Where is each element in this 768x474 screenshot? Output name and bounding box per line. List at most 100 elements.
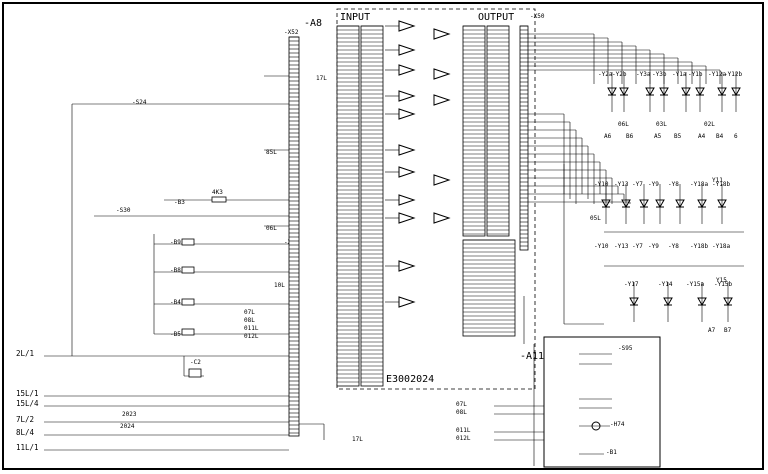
line-17l-top: 17L bbox=[316, 75, 327, 82]
output-header: OUTPUT bbox=[478, 12, 514, 23]
terminal-strip-input bbox=[336, 25, 384, 387]
label-a5: A5 bbox=[654, 133, 662, 140]
valve-label: -Y14 bbox=[658, 281, 673, 288]
valve-label: -Y8 bbox=[668, 181, 679, 188]
valve-label: -Y2b bbox=[612, 71, 627, 78]
valve-label: -Y18a bbox=[712, 243, 730, 250]
lamp-symbol bbox=[591, 421, 601, 431]
valve-label: -Y3b bbox=[652, 71, 667, 78]
output-amplifier bbox=[433, 68, 451, 80]
line-17l-bottom: 17L bbox=[352, 436, 363, 443]
valve-label: -Y9 bbox=[648, 243, 659, 250]
valve-label: -Y18b bbox=[712, 181, 730, 188]
valve-label: -Y12a bbox=[708, 71, 726, 78]
valve-label: -Y15b bbox=[714, 281, 732, 288]
terminal-11l-1: 11L/1 bbox=[16, 443, 39, 452]
lamp-h74: -H74 bbox=[610, 421, 625, 428]
sensor-box bbox=[181, 298, 195, 306]
input-amplifier bbox=[398, 296, 416, 308]
capacitor-box bbox=[188, 368, 202, 378]
input-amplifier bbox=[398, 44, 416, 56]
input-amplifier bbox=[398, 260, 416, 272]
valve-label: -Y10 bbox=[594, 181, 609, 188]
sensor-b3: -B3 bbox=[174, 199, 185, 206]
code-2024: 2024 bbox=[120, 423, 135, 430]
valve-label: -Y3a bbox=[636, 71, 651, 78]
input-amplifier bbox=[398, 166, 416, 178]
switch-s24: -S24 bbox=[132, 99, 147, 106]
terminal-15l-1: 15L/1 bbox=[16, 389, 39, 398]
label-a4: A4 bbox=[698, 133, 706, 140]
valve-label: -Y15a bbox=[686, 281, 704, 288]
line-05l: 05L bbox=[590, 215, 601, 222]
wiring-schematic: -A8 INPUT OUTPUT E3002024 -X52 -X50 -X58… bbox=[16, 8, 744, 468]
panel-a11-outline bbox=[543, 336, 661, 468]
schematic-frame: -A8 INPUT OUTPUT E3002024 -X52 -X50 -X58… bbox=[2, 2, 764, 470]
label-a6: A6 bbox=[604, 133, 612, 140]
valve-label: -Y8 bbox=[668, 243, 679, 250]
amplifier-symbols bbox=[385, 20, 451, 308]
capacitor-c2: -C2 bbox=[190, 359, 201, 366]
output-strip-a-frame bbox=[462, 25, 486, 237]
valve-label: -Y7 bbox=[632, 181, 643, 188]
valve-label: -Y18b bbox=[690, 243, 708, 250]
terminal-2l-1: 2L/1 bbox=[16, 349, 34, 358]
valve-label: -Y10 bbox=[594, 243, 609, 250]
line-07l: 07L bbox=[244, 309, 255, 316]
valve-label: -Y1a bbox=[672, 71, 687, 78]
line-02l: 02L bbox=[704, 121, 715, 128]
sensor-box bbox=[181, 266, 195, 274]
valve-y15: Y15 bbox=[716, 277, 727, 284]
left-terminals: 2L/1 15L/1 15L/4 7L/2 8L/4 11L/1 bbox=[16, 349, 39, 452]
part-number: E3002024 bbox=[386, 374, 434, 385]
resistor-value: 4K3 bbox=[212, 189, 223, 196]
module-a8-ref: -A8 bbox=[304, 18, 322, 29]
terminal-strip-right bbox=[519, 25, 529, 251]
x50-label: -X50 bbox=[530, 13, 545, 20]
valve-label: -Y13 bbox=[614, 243, 629, 250]
terminal-7l-2: 7L/2 bbox=[16, 415, 34, 424]
sensor-b9: -B9 bbox=[170, 239, 181, 246]
switch-s95: -S95 bbox=[618, 345, 633, 352]
valve-label: -Y9 bbox=[648, 181, 659, 188]
valve-label: -Y7 bbox=[632, 243, 643, 250]
output-amplifier bbox=[433, 212, 451, 224]
valve-label: -Y2a bbox=[598, 71, 613, 78]
input-amplifier bbox=[398, 20, 416, 32]
sensor-box bbox=[181, 328, 195, 336]
sensor-box bbox=[181, 238, 195, 246]
switch-s30: -S30 bbox=[116, 207, 131, 214]
valve-label: -Y17 bbox=[624, 281, 639, 288]
valve-label: -Y18a bbox=[690, 181, 708, 188]
valves-low-row: -Y17 -Y14 -Y15a -Y15b bbox=[624, 281, 733, 322]
label-6: 6 bbox=[734, 133, 738, 140]
input-amplifier bbox=[398, 144, 416, 156]
line-08l: 08L bbox=[244, 317, 255, 324]
valve-label: -Y13 bbox=[614, 181, 629, 188]
valve-y11: Y11 bbox=[712, 177, 723, 184]
label-b5: B5 bbox=[674, 133, 682, 140]
input-amplifier bbox=[398, 212, 416, 224]
line-06l: 06L bbox=[266, 225, 277, 232]
line-03l: 03L bbox=[656, 121, 667, 128]
input-amplifier bbox=[398, 194, 416, 206]
resistor-box bbox=[211, 196, 227, 203]
sensor-b4: -B4 bbox=[170, 299, 181, 306]
wiring-lines bbox=[44, 33, 744, 466]
line-06l-b: 06L bbox=[618, 121, 629, 128]
buzzer-b1: -B1 bbox=[606, 449, 617, 456]
label-b4: B4 bbox=[716, 133, 724, 140]
input-header: INPUT bbox=[340, 12, 370, 23]
panel-line-012l: 012L bbox=[456, 435, 471, 442]
x52-label: -X52 bbox=[284, 29, 299, 36]
sensor-b8: -B8 bbox=[170, 267, 181, 274]
code-2023: 2023 bbox=[122, 411, 137, 418]
panel-a11-ref: -A11 bbox=[520, 351, 544, 362]
line-011l: 011L bbox=[244, 325, 259, 332]
output-strip-b-frame bbox=[486, 25, 510, 237]
terminal-15l-4: 15L/4 bbox=[16, 399, 39, 408]
valve-label: -Y1b bbox=[688, 71, 703, 78]
input-amplifier bbox=[398, 64, 416, 76]
label-b6: B6 bbox=[626, 133, 634, 140]
valves-top-row: -Y2a-Y2b-Y3a-Y3b-Y1a-Y1b-Y12a-Y12b bbox=[598, 71, 742, 112]
